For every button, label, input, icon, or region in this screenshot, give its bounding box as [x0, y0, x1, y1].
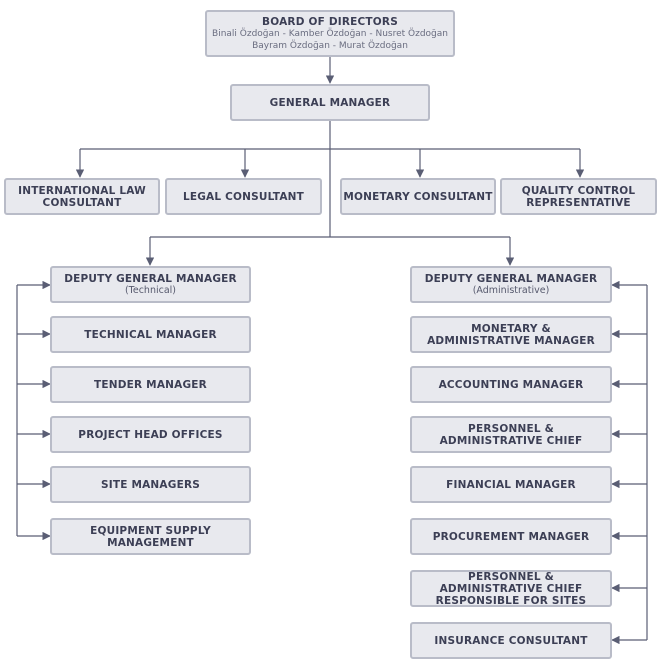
unit-label: MONETARY & ADMINISTRATIVE MANAGER [427, 322, 595, 347]
technical-unit-box: SITE MANAGERS [50, 466, 251, 503]
unit-label: FINANCIAL MANAGER [446, 478, 576, 491]
deputy-subtitle: (Administrative) [472, 284, 550, 296]
unit-label: PERSONNEL & ADMINISTRATIVE CHIEF [439, 422, 583, 447]
deputy-subtitle: (Technical) [124, 284, 177, 296]
deputy-gm-technical-box: DEPUTY GENERAL MANAGER (Technical) [50, 266, 251, 303]
consultant-label: LEGAL CONSULTANT [182, 190, 305, 203]
technical-unit-box: TENDER MANAGER [50, 366, 251, 403]
general-manager-box: GENERAL MANAGER [230, 84, 430, 121]
general-manager-label: GENERAL MANAGER [269, 96, 391, 109]
board-of-directors-box: BOARD OF DIRECTORS Binali Özdoğan - Kamb… [205, 10, 455, 57]
consultant-label: INTERNATIONAL LAW CONSULTANT [18, 184, 146, 209]
consultant-box-international-law: INTERNATIONAL LAW CONSULTANT [4, 178, 160, 215]
technical-unit-box: TECHNICAL MANAGER [50, 316, 251, 353]
unit-label: TECHNICAL MANAGER [84, 328, 217, 341]
technical-unit-box: PROJECT HEAD OFFICES [50, 416, 251, 453]
deputy-title: DEPUTY GENERAL MANAGER [64, 272, 237, 285]
unit-label: PROCUREMENT MANAGER [432, 530, 590, 543]
consultant-label: QUALITY CONTROL REPRESENTATIVE [521, 184, 636, 209]
unit-label: SITE MANAGERS [101, 478, 200, 491]
deputy-gm-administrative-box: DEPUTY GENERAL MANAGER (Administrative) [410, 266, 612, 303]
administrative-unit-box: ACCOUNTING MANAGER [410, 366, 612, 403]
unit-label: EQUIPMENT SUPPLY MANAGEMENT [90, 524, 211, 549]
unit-label: INSURANCE CONSULTANT [434, 634, 588, 647]
administrative-unit-box: PROCUREMENT MANAGER [410, 518, 612, 555]
administrative-unit-box: MONETARY & ADMINISTRATIVE MANAGER [410, 316, 612, 353]
board-title: BOARD OF DIRECTORS [262, 15, 398, 28]
administrative-unit-box: FINANCIAL MANAGER [410, 466, 612, 503]
consultant-box-monetary: MONETARY CONSULTANT [340, 178, 496, 215]
administrative-unit-box: PERSONNEL & ADMINISTRATIVE CHIEF RESPONS… [410, 570, 612, 607]
unit-label: TENDER MANAGER [94, 378, 207, 391]
consultant-box-legal: LEGAL CONSULTANT [165, 178, 322, 215]
administrative-unit-box: INSURANCE CONSULTANT [410, 622, 612, 659]
board-members-line2: Bayram Özdoğan - Murat Özdoğan [252, 40, 408, 51]
consultant-box-quality-control: QUALITY CONTROL REPRESENTATIVE [500, 178, 657, 215]
deputy-title: DEPUTY GENERAL MANAGER [424, 272, 598, 285]
technical-unit-box: EQUIPMENT SUPPLY MANAGEMENT [50, 518, 251, 555]
board-members-line1: Binali Özdoğan - Kamber Özdoğan - Nusret… [212, 28, 448, 39]
administrative-unit-box: PERSONNEL & ADMINISTRATIVE CHIEF [410, 416, 612, 453]
consultant-label: MONETARY CONSULTANT [343, 190, 493, 203]
unit-label: PERSONNEL & ADMINISTRATIVE CHIEF RESPONS… [435, 570, 587, 607]
unit-label: PROJECT HEAD OFFICES [78, 428, 223, 441]
unit-label: ACCOUNTING MANAGER [438, 378, 584, 391]
